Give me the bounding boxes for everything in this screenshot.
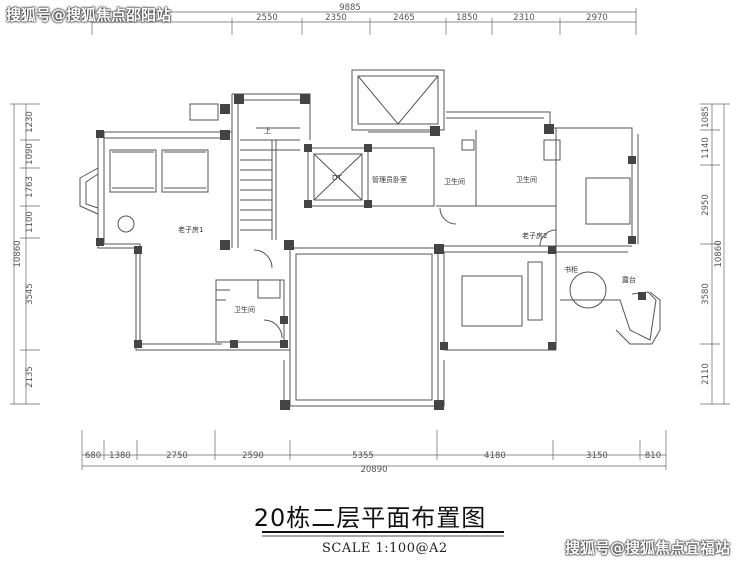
drawing-title: 20栋二层平面布置图: [253, 504, 487, 532]
dim-bottom-2: 1380: [109, 451, 131, 461]
room-label-bath-b: 卫生间: [516, 175, 537, 184]
dim-left-2: 1090: [25, 143, 35, 165]
dim-left-6: 2135: [25, 366, 35, 388]
dim-top-1: 2550: [256, 13, 278, 23]
dim-bottom-4: 2590: [242, 451, 264, 461]
top-dimensions: [91, 8, 637, 35]
room-label-study: 书柜: [564, 265, 578, 274]
room-label-bedroom2: 老子房2: [522, 231, 547, 240]
watermark-top: 搜狐号@搜狐焦点邵阳站: [6, 6, 172, 24]
bottom-dimensions: [81, 430, 667, 470]
dim-bottom-7: 3150: [586, 451, 608, 461]
dim-bottom-total: 20890: [360, 465, 387, 475]
room-label-bath-c: 卫生间: [234, 305, 255, 314]
room-label-bath-a: 卫生间: [444, 177, 465, 186]
scale-label: SCALE 1:100@A2: [322, 541, 448, 556]
dim-bottom-5: 5355: [352, 451, 374, 461]
dim-left-5: 3545: [25, 283, 35, 305]
dim-bottom-6: 4180: [484, 451, 506, 461]
dim-top-4: 1850: [456, 13, 478, 23]
walls: [79, 69, 661, 407]
dim-right-2: 1140: [701, 137, 711, 159]
dim-bottom-8: 810: [645, 451, 661, 461]
columns: [96, 94, 646, 410]
dim-right-total: 10860: [714, 240, 724, 267]
watermark-bottom: 搜狐号@搜狐焦点宜福站: [564, 539, 730, 557]
dim-top-5: 2310: [513, 13, 535, 23]
dim-left-1: 1230: [25, 111, 35, 133]
dim-right-5: 2110: [701, 363, 711, 385]
room-label-bedroom1: 老子房1: [178, 225, 203, 234]
room-label-admin: 管理员卧室: [372, 175, 407, 184]
room-label-balcony: 露台: [622, 275, 636, 284]
dim-right-4: 3580: [701, 283, 711, 305]
dim-bottom-3: 2750: [166, 451, 188, 461]
dim-right-3: 2950: [701, 194, 711, 216]
room-label-dt: DT: [332, 174, 342, 182]
dim-left-3: 1763: [25, 176, 35, 198]
dim-bottom-1: 680: [85, 451, 101, 461]
dim-top-total: 9885: [339, 3, 361, 13]
dim-left-4: 1100: [25, 211, 35, 233]
left-dimensions: [10, 103, 40, 405]
stair-up-label: 上: [264, 126, 271, 135]
right-dimensions: [700, 103, 730, 405]
title-underline: [262, 531, 504, 537]
dim-top-6: 2970: [586, 13, 608, 23]
dim-left-total: 10860: [13, 240, 23, 267]
dim-right-1: 1085: [701, 106, 711, 128]
dim-top-2: 2350: [325, 13, 347, 23]
dim-top-3: 2465: [393, 13, 415, 23]
